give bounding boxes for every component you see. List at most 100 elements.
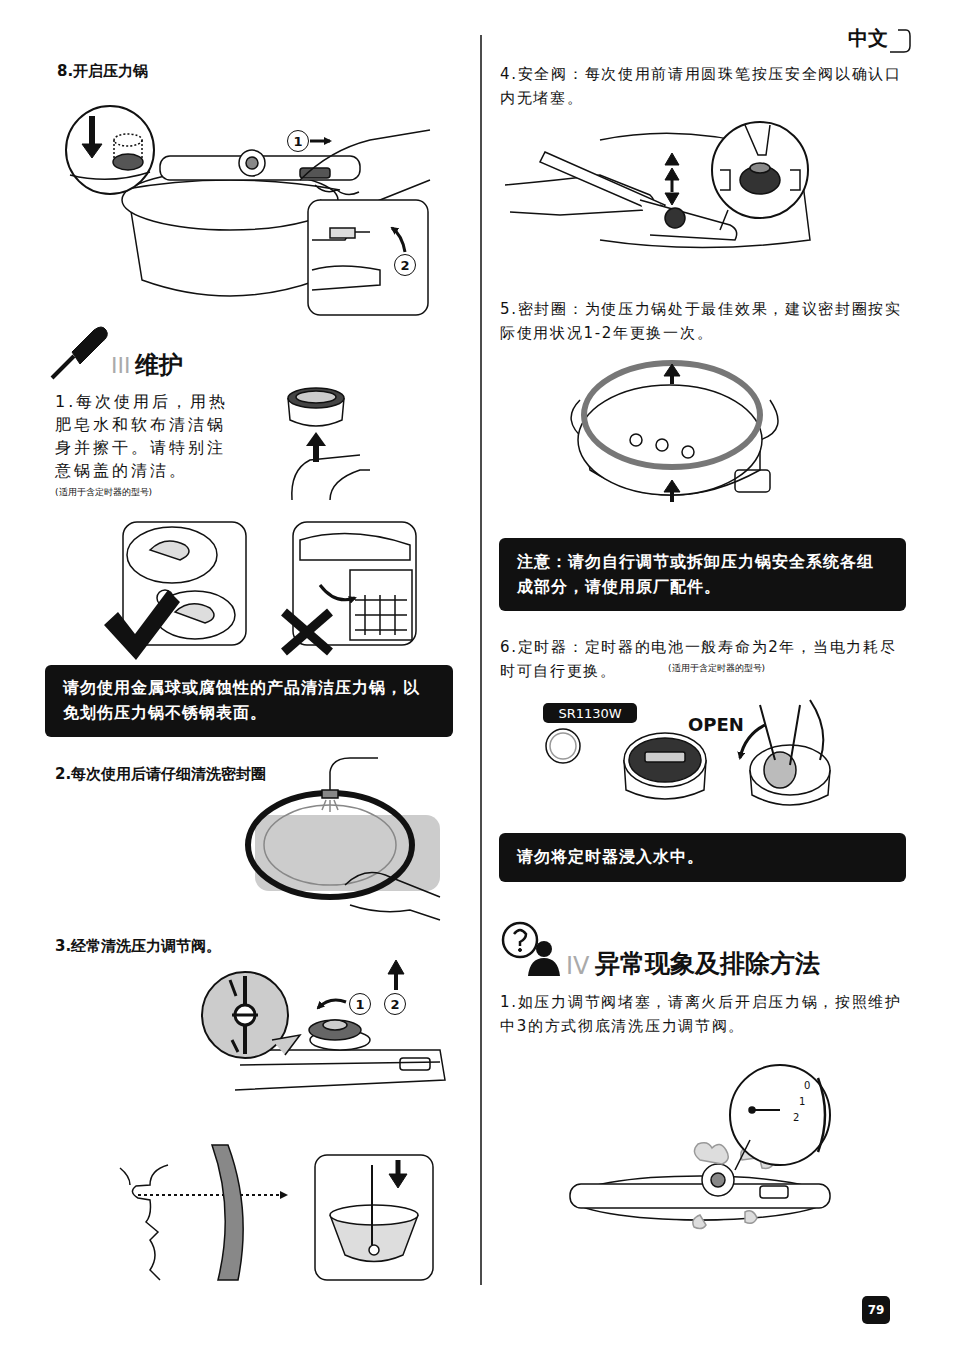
node-text: 2 <box>390 998 399 1011</box>
cross-mark-part <box>284 612 330 652</box>
instruction-text: 1.每次使用后，用热肥皂水和软布清洁锅身并擦干。请特别注意锅盖的清洁。 <box>55 390 241 482</box>
help-icon-part <box>503 923 537 957</box>
timer-illustration-part <box>750 745 830 795</box>
steam-release-illustration-part <box>711 1173 725 1187</box>
gasket-illustration-part <box>735 470 770 492</box>
help-icon <box>503 923 560 976</box>
press-arrows-part <box>665 153 679 165</box>
steam-release-illustration-part <box>735 1140 750 1170</box>
instruction-text: 6.定时器：定时器的电池一般寿命为2年，当电力耗尽时可自行更换。 <box>500 635 912 683</box>
timer-illustration-part <box>546 729 580 763</box>
timer-illustration-part <box>550 733 576 759</box>
lift-valve-arrow <box>388 960 404 990</box>
valve-inspection-illustration-part <box>315 1155 433 1280</box>
press-arrow-part <box>89 116 95 146</box>
callout-number: 2 <box>394 254 416 276</box>
warning-banner: 注意：请勿自行调节或拆卸压力锅安全系统各组成部分，请使用原厂配件。 <box>499 538 906 611</box>
open-pot-illustration-part <box>312 232 380 290</box>
node-text: 1 <box>355 998 364 1011</box>
safety-valve-illustration-part <box>750 163 770 173</box>
check-mark-part <box>104 590 180 660</box>
valve-cleaning-illustration-part <box>230 980 238 1052</box>
dishwasher-panel-part <box>355 595 407 635</box>
safety-valve-illustration <box>505 122 810 248</box>
page-number: 79 <box>862 1296 890 1324</box>
timer-illustration <box>546 700 830 805</box>
steam-release-illustration-part <box>760 1186 788 1198</box>
timer-illustration-part <box>624 733 706 787</box>
dishwasher-panel-part <box>300 534 410 560</box>
battery-model-tag: SR1130W <box>543 703 637 723</box>
timer-removal-illustration-part <box>296 391 336 403</box>
column-divider <box>481 35 482 1285</box>
down-arrow-part <box>389 1174 407 1188</box>
gasket-illustration-part <box>630 434 642 446</box>
press-arrow <box>82 116 102 158</box>
model-note: (适用于含定时器的型号) <box>668 663 765 674</box>
open-pot-illustration-part <box>120 180 340 190</box>
valve-inspection-illustration-part <box>369 1245 379 1255</box>
steam-release-illustration-part <box>570 1184 830 1208</box>
timer-removal-illustration-part <box>313 444 319 462</box>
language-bracket-part <box>890 30 910 52</box>
cross-mark-part <box>284 612 330 652</box>
instruction-text: 4.安全阀：每次使用前请用圆珠笔按压安全阀以确认口内无堵塞。 <box>500 62 912 110</box>
valve-inspection-illustration-part <box>371 1165 373 1245</box>
valve-cleaning-illustration-part <box>318 1000 346 1008</box>
open-pot-illustration-part <box>114 134 142 146</box>
valve-cleaning-illustration-part <box>272 1035 300 1055</box>
callout-number: 1 <box>349 993 371 1015</box>
instruction-text: 3.经常清洗压力调节阀。 <box>55 937 221 955</box>
dial-mark: 1 <box>799 1096 805 1108</box>
open-label: OPEN <box>688 714 744 736</box>
dial-mark: 0 <box>804 1080 810 1092</box>
steam-release-illustration-part <box>749 1107 755 1113</box>
open-pot-illustration-part <box>113 154 143 170</box>
warning-banner: 请勿使用金属球或腐蚀性的产品清洁压力锅，以免划伤压力锅不锈钢表面。 <box>45 665 453 737</box>
timer-illustration-part <box>629 738 701 782</box>
warning-text: 请勿使用金属球或腐蚀性的产品清洁压力锅，以免划伤压力锅不锈钢表面。 <box>63 676 435 726</box>
seal-washing-illustration-part <box>330 758 378 790</box>
section-heading: 异常现象及排除方法 <box>595 949 820 979</box>
gasket-illustration-part <box>682 446 694 458</box>
help-icon-part <box>519 949 522 952</box>
safety-valve-illustration-part <box>720 170 800 190</box>
language-bracket <box>890 30 910 52</box>
gasket-arrows-part <box>664 480 680 492</box>
valve-cleaning-illustration-part <box>232 1014 258 1017</box>
gasket-arrows-part <box>664 364 680 376</box>
valve-cleaning-illustration-part <box>240 1062 440 1065</box>
timer-removal-illustration-part <box>288 388 344 408</box>
valve-inspection-illustration-part <box>330 1205 418 1225</box>
warning-text: 请勿将定时器浸入水中。 <box>517 845 704 870</box>
instruction-text: 5.密封圈：为使压力锅处于最佳效果，建议密封圈按实际使用状况1-2年更换一次。 <box>500 297 912 345</box>
instruction-text: 2.每次使用后请仔细清洗密封圈 <box>55 765 266 783</box>
section-heading: 维护 <box>135 351 183 380</box>
help-icon-part <box>528 958 560 976</box>
seal-washing-illustration-part <box>248 793 412 897</box>
valve-cleaning-illustration-part <box>309 1020 361 1040</box>
steam-release-illustration-part <box>752 1109 780 1111</box>
open-pot-illustration-part <box>310 140 330 143</box>
safety-valve-illustration-part <box>640 200 737 240</box>
node-text: 2 <box>400 259 409 272</box>
press-arrows-part <box>665 168 679 180</box>
safety-valve-illustration-part <box>720 210 728 230</box>
callout-number: 2 <box>384 993 406 1015</box>
seal-washing-illustration-part <box>322 800 338 812</box>
open-pot-illustration-part <box>66 106 154 194</box>
steam-release-illustration-part <box>818 1078 825 1152</box>
seal-washing-illustration-part <box>322 790 338 798</box>
timer-removal-illustration-part <box>292 455 370 500</box>
open-pot-illustration-part <box>308 200 428 315</box>
node-text: SR1130W <box>558 707 621 720</box>
timer-illustration-part <box>760 700 823 765</box>
help-icon-part <box>536 941 552 957</box>
steam-release-illustration <box>570 1065 830 1229</box>
instruction-text: 1.如压力调节阀堵塞，请离火后开启压力锅，按照维护中3的方式彻底清洗压力调节阀。 <box>500 990 912 1038</box>
open-pot-illustration <box>66 106 430 315</box>
steam-release-illustration-part <box>702 1164 734 1196</box>
press-arrows <box>665 153 679 205</box>
gasket-illustration <box>571 363 778 495</box>
seal-washing-illustration-part <box>345 873 440 921</box>
